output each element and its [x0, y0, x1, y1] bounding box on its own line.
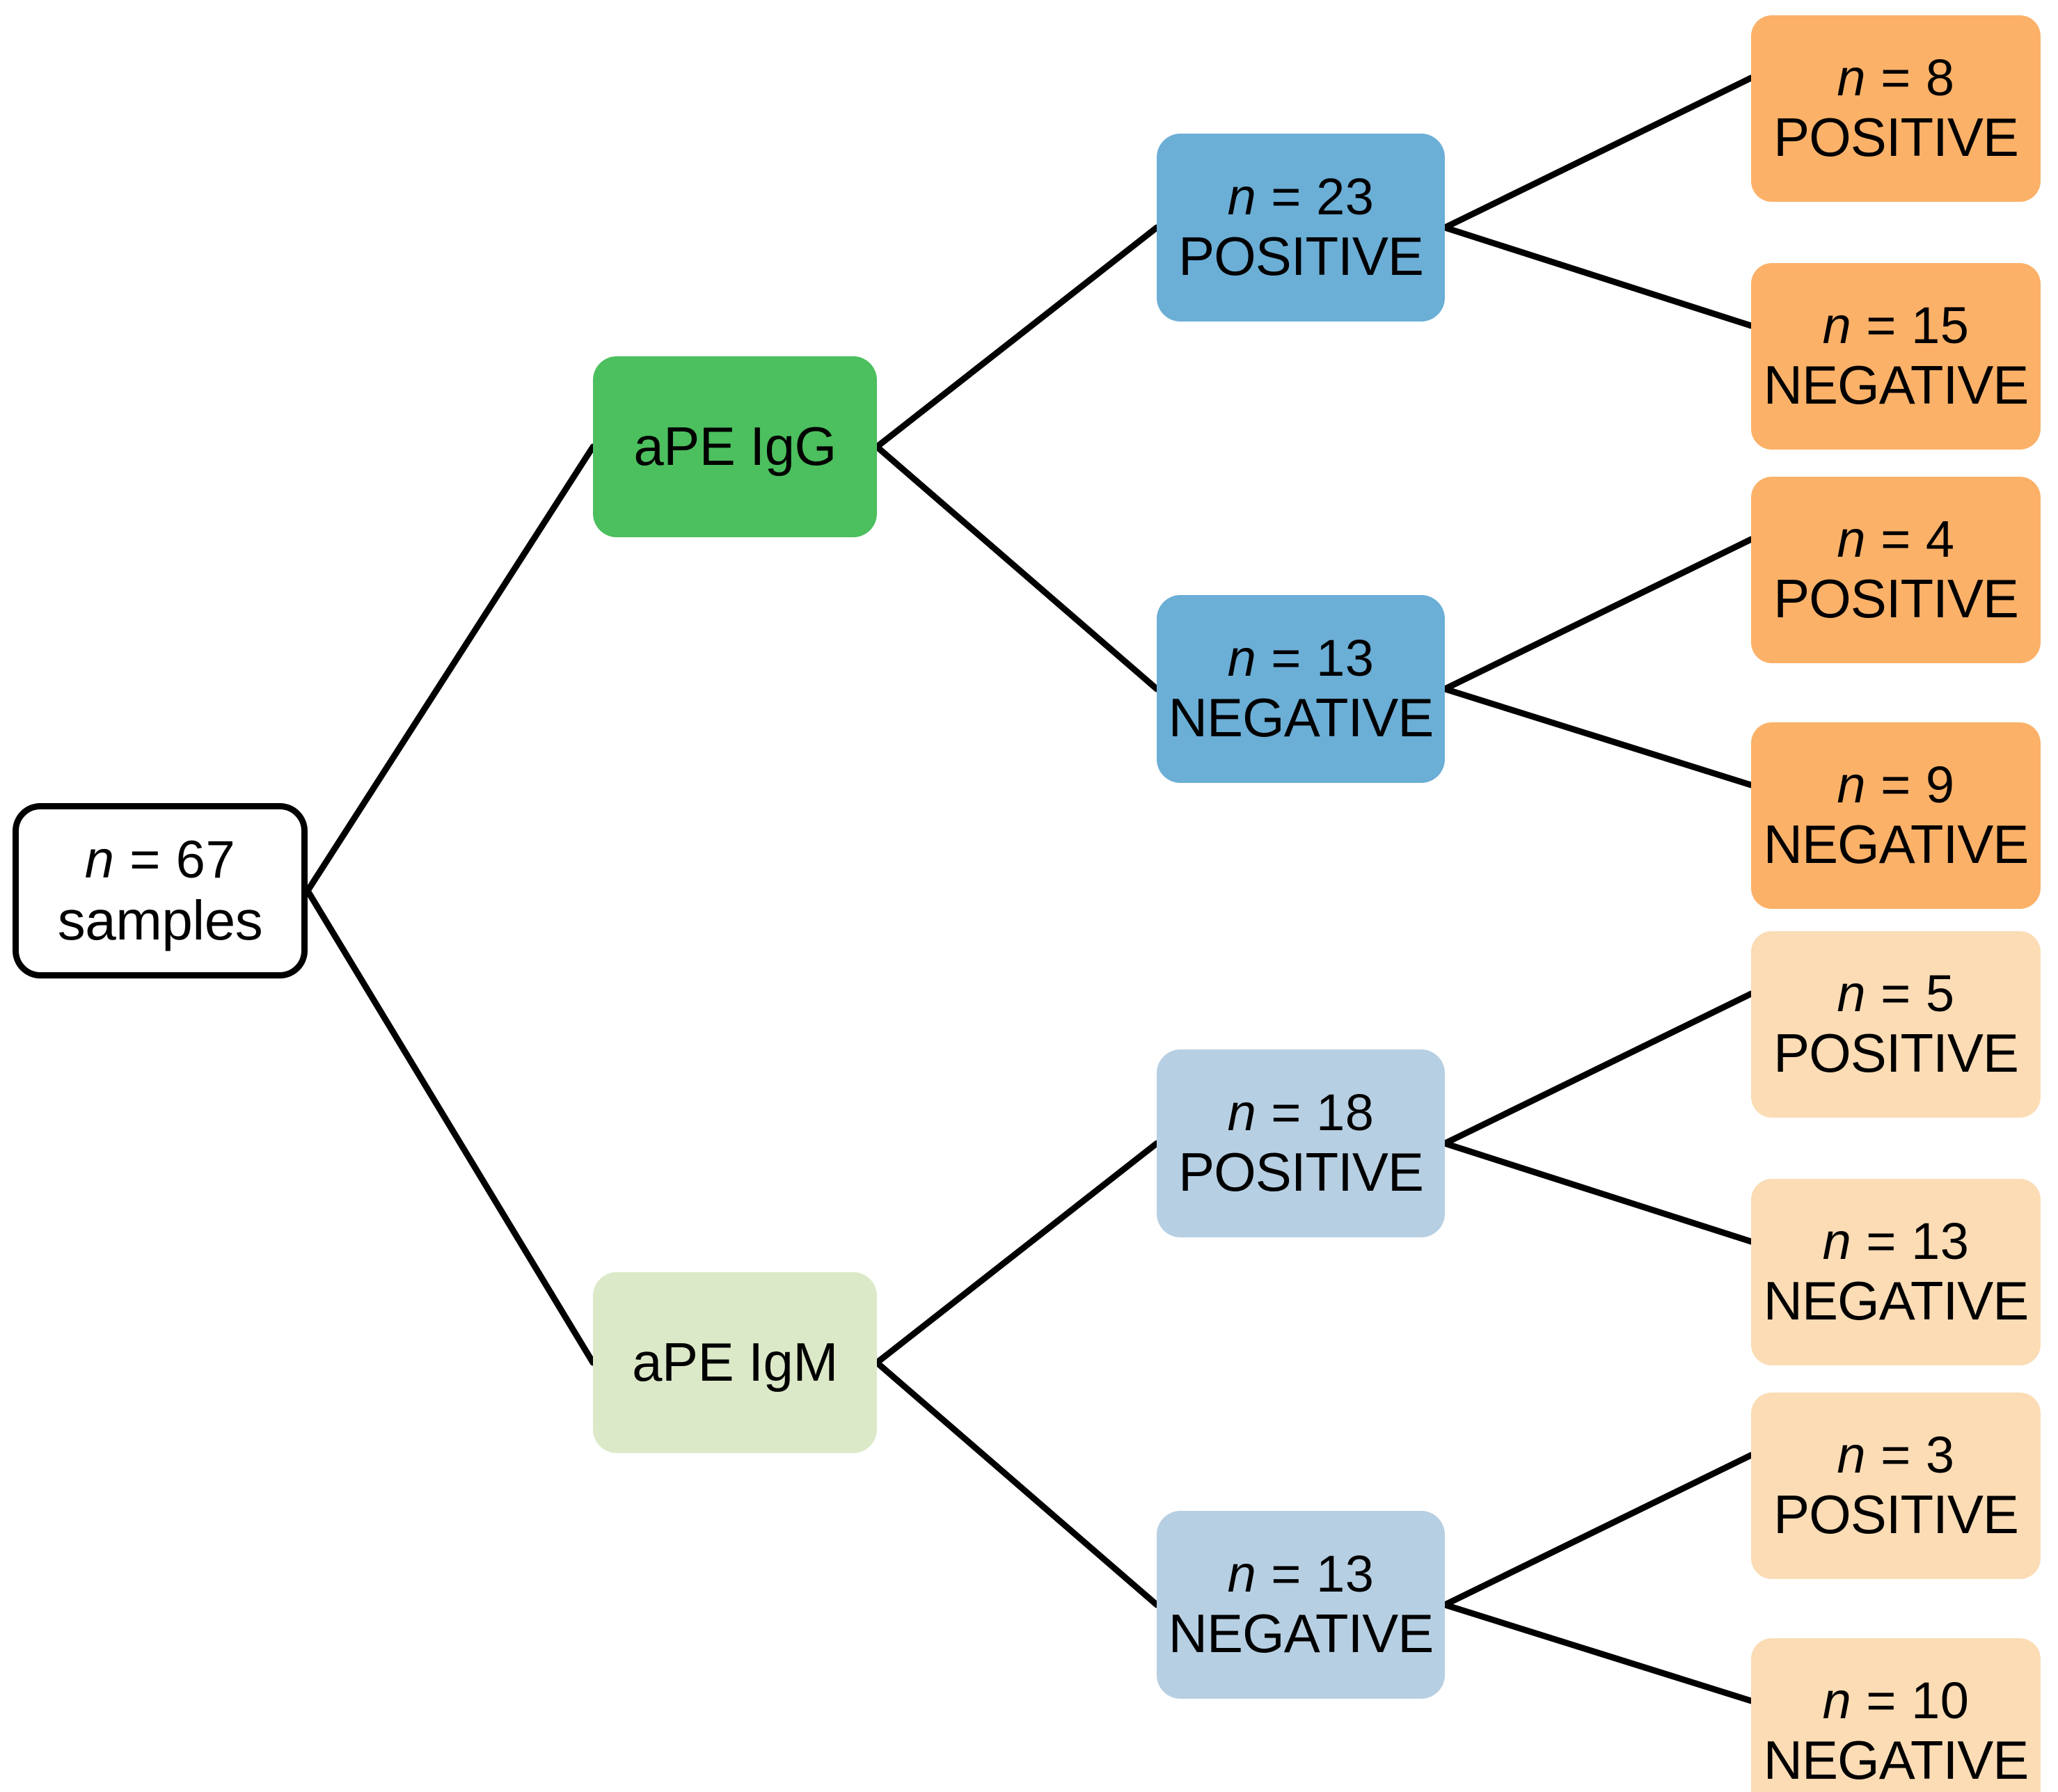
edge-igg-positive-to-leaf-negative: [1441, 224, 1755, 329]
edge-igg-negative-to-leaf-positive: [1441, 536, 1755, 692]
node-igm-negative[interactable]: n = 13 NEGATIVE: [1157, 1511, 1445, 1699]
edge-root-to-igm: [304, 887, 596, 1366]
node-igg-negative[interactable]: n = 13 NEGATIVE: [1157, 595, 1445, 783]
igg-pos-neg-status: NEGATIVE: [1763, 354, 2029, 415]
edge-igm-negative-to-leaf-negative: [1441, 1601, 1755, 1704]
igm-pos-pos-status: POSITIVE: [1773, 1022, 2019, 1084]
edge-igg-to-negative: [873, 443, 1160, 692]
ape-igm-label: aPE IgM: [632, 1331, 838, 1393]
igg-positive-count: n = 23: [1227, 167, 1375, 225]
node-igm-negative-leaf-positive[interactable]: n = 3 POSITIVE: [1751, 1393, 2041, 1579]
igm-positive-count: n = 18: [1227, 1083, 1375, 1141]
node-igg-negative-leaf-positive[interactable]: n = 4 POSITIVE: [1751, 477, 2041, 663]
igm-pos-neg-count: n = 13: [1822, 1212, 1970, 1270]
edge-igm-positive-to-leaf-positive: [1441, 990, 1755, 1147]
igg-pos-neg-count: n = 15: [1822, 296, 1970, 354]
igm-positive-status: POSITIVE: [1178, 1141, 1424, 1203]
node-igm-positive-leaf-negative[interactable]: n = 13 NEGATIVE: [1751, 1179, 2041, 1365]
igg-neg-pos-count: n = 4: [1837, 509, 1955, 568]
igm-negative-status: NEGATIVE: [1168, 1602, 1434, 1664]
root-label: samples: [57, 889, 263, 951]
igg-pos-pos-count: n = 8: [1837, 48, 1955, 106]
igg-pos-pos-status: POSITIVE: [1773, 106, 2019, 168]
node-ape-igm[interactable]: aPE IgM: [593, 1272, 877, 1453]
edge-igm-positive-to-leaf-negative: [1441, 1140, 1755, 1245]
edge-igg-positive-to-leaf-positive: [1441, 74, 1755, 231]
node-igg-positive-leaf-positive[interactable]: n = 8 POSITIVE: [1751, 15, 2041, 202]
node-igg-positive[interactable]: n = 23 POSITIVE: [1157, 134, 1445, 322]
node-igm-positive-leaf-positive[interactable]: n = 5 POSITIVE: [1751, 931, 2041, 1118]
node-igg-positive-leaf-negative[interactable]: n = 15 NEGATIVE: [1751, 263, 2041, 450]
node-root-samples[interactable]: n = 67 samples: [13, 803, 308, 978]
node-ape-igg[interactable]: aPE IgG: [593, 356, 877, 537]
igm-neg-pos-status: POSITIVE: [1773, 1483, 2019, 1545]
node-igm-positive[interactable]: n = 18 POSITIVE: [1157, 1049, 1445, 1237]
node-igg-negative-leaf-negative[interactable]: n = 9 NEGATIVE: [1751, 722, 2041, 909]
igg-negative-status: NEGATIVE: [1168, 686, 1434, 748]
edge-igm-to-negative: [873, 1359, 1160, 1608]
igg-positive-status: POSITIVE: [1178, 225, 1424, 287]
edge-igm-to-positive: [873, 1140, 1160, 1366]
igm-neg-neg-status: NEGATIVE: [1763, 1729, 2029, 1791]
igm-pos-pos-count: n = 5: [1837, 964, 1955, 1022]
edge-igm-negative-to-leaf-positive: [1441, 1452, 1755, 1608]
igm-pos-neg-status: NEGATIVE: [1763, 1269, 2029, 1331]
igm-neg-neg-count: n = 10: [1822, 1671, 1970, 1729]
igm-neg-pos-count: n = 3: [1837, 1425, 1955, 1484]
igg-neg-neg-status: NEGATIVE: [1763, 813, 2029, 875]
igg-neg-neg-count: n = 9: [1837, 755, 1955, 814]
edge-igg-to-positive: [873, 224, 1160, 450]
igg-neg-pos-status: POSITIVE: [1773, 567, 2019, 629]
edge-igg-negative-to-leaf-negative: [1441, 685, 1755, 788]
edge-root-to-igg: [304, 443, 596, 894]
root-count: n = 67: [84, 830, 236, 889]
igg-negative-count: n = 13: [1227, 628, 1375, 687]
igm-negative-count: n = 13: [1227, 1544, 1375, 1603]
ape-igg-label: aPE IgG: [633, 415, 837, 477]
node-igm-negative-leaf-negative[interactable]: n = 10 NEGATIVE: [1751, 1638, 2041, 1792]
